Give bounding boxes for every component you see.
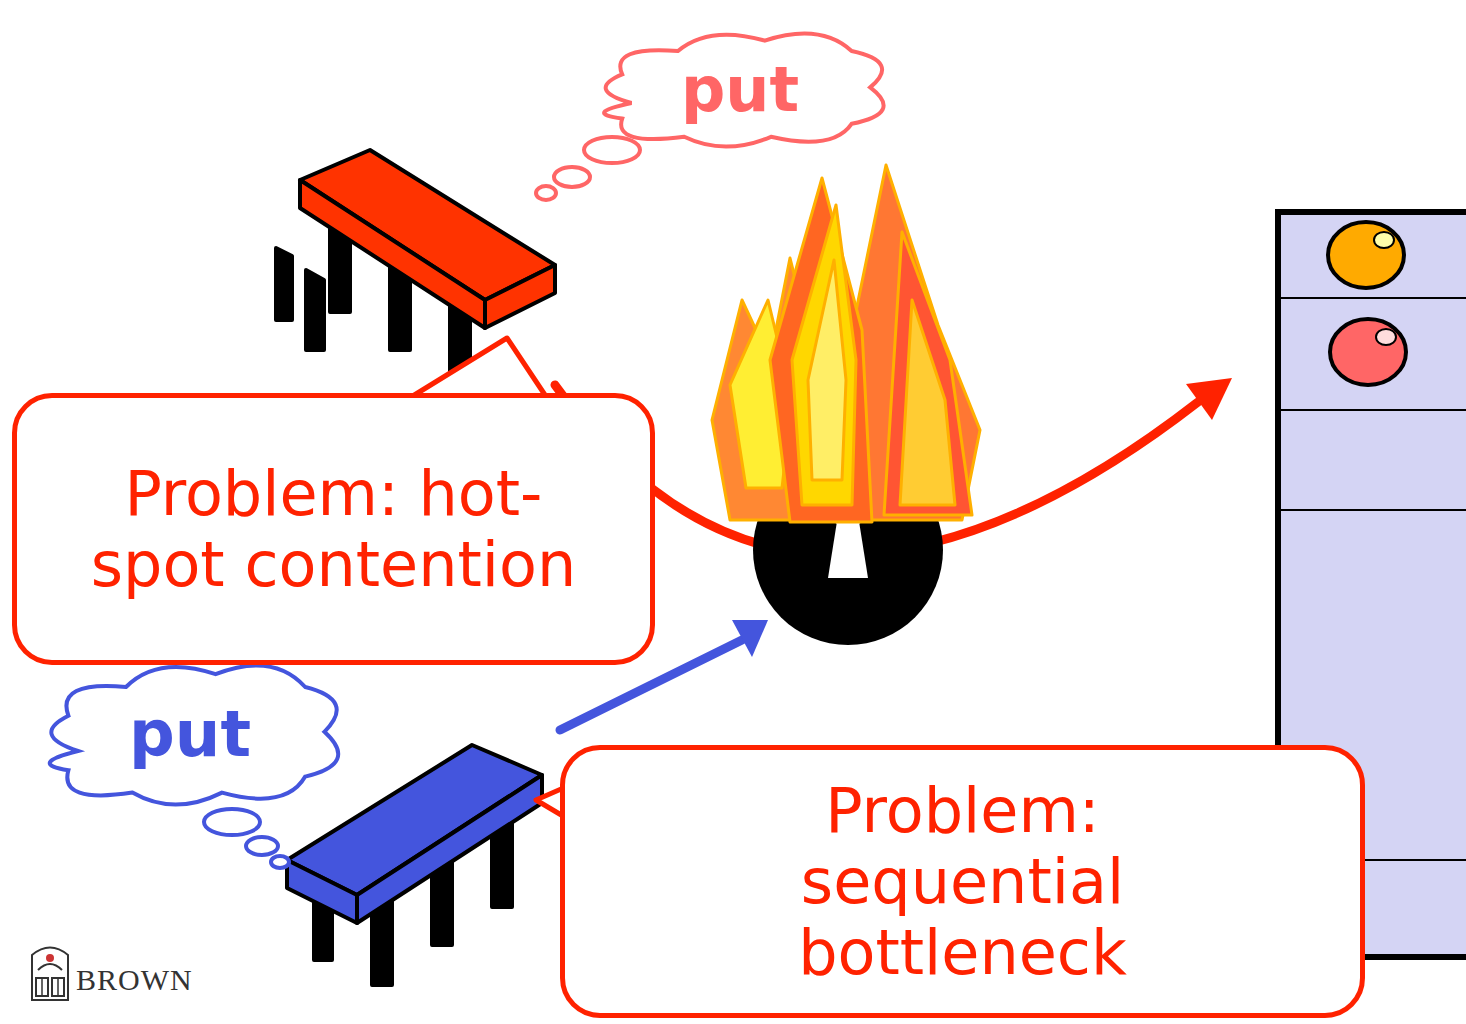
thought-text: put	[129, 698, 251, 772]
logo-text: BROWN	[76, 963, 193, 996]
thought-cloud: put	[585, 25, 895, 155]
thought-cloud: put	[30, 655, 350, 815]
callout-text: Problem: sequential bottleneck	[738, 775, 1188, 989]
callout-text: Problem: hot-spot contention	[74, 458, 594, 601]
thought-text: put	[681, 54, 799, 125]
callout-box: Problem: sequential bottleneck	[560, 745, 1365, 1018]
logo-text-box: BROWN	[76, 963, 193, 997]
processor-chip	[287, 745, 542, 985]
university-seal	[32, 948, 68, 1001]
callout-box: Problem: hot-spot contention	[12, 393, 655, 665]
flames	[712, 165, 980, 522]
